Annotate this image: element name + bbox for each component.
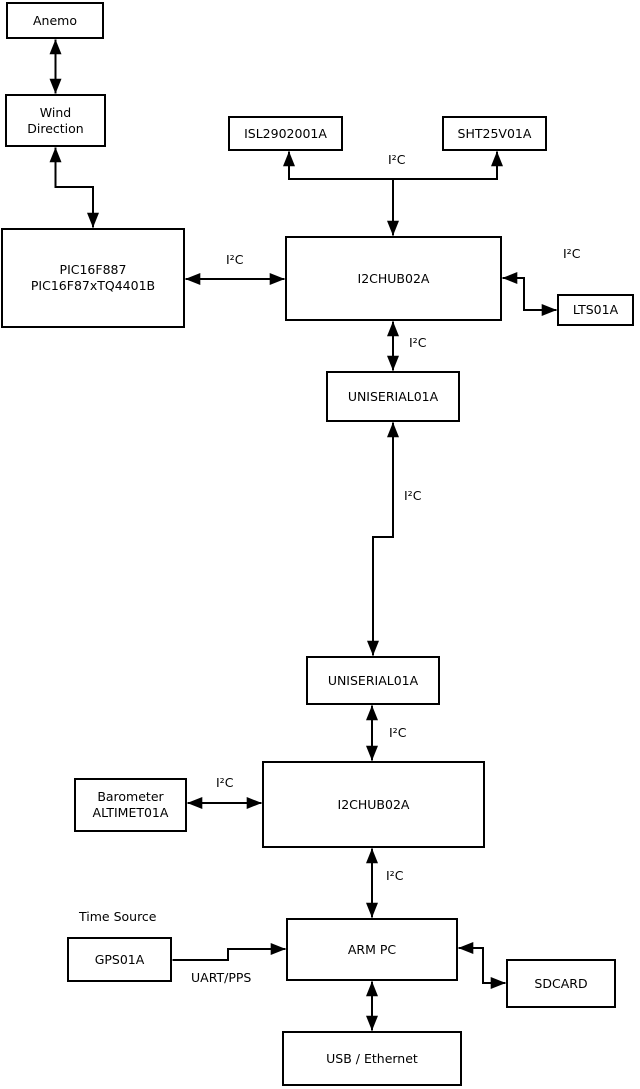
edge-i2chub-top-lts xyxy=(502,272,557,316)
edge-label-i2c-uniserial-link: I²C xyxy=(404,488,422,503)
edge-winddirection-pic xyxy=(49,147,99,228)
edge-label-i2c-hub-uniserial: I²C xyxy=(409,335,427,350)
edge-label-i2c-hub-armpc: I²C xyxy=(386,868,404,883)
node-anemo: Anemo xyxy=(6,2,104,39)
node-sht25v01a: SHT25V01A xyxy=(442,116,547,151)
edge-label-i2c-barometer-hub: I²C xyxy=(216,775,234,790)
node-barometer: Barometer ALTIMET01A xyxy=(74,778,187,832)
annotation-time-source: Time Source xyxy=(79,909,157,924)
edge-label-i2c-hub-lts: I²C xyxy=(563,246,581,261)
edge-armpc-sdcard xyxy=(458,942,506,989)
node-sdcard: SDCARD xyxy=(506,959,616,1008)
node-pic: PIC16F887 PIC16F87xTQ4401B xyxy=(1,228,185,328)
node-usb-ethernet: USB / Ethernet xyxy=(282,1031,462,1086)
node-uniserial-bottom: UNISERIAL01A xyxy=(306,656,440,705)
node-gps01a: GPS01A xyxy=(67,937,172,982)
edge-label-i2c-bus-sensors: I²C xyxy=(388,152,406,167)
node-wind-direction: Wind Direction xyxy=(5,94,106,147)
edge-gps-armpc xyxy=(172,943,286,961)
edge-label-uart-pps: UART/PPS xyxy=(191,970,252,985)
node-lts01a: LTS01A xyxy=(557,294,634,326)
node-isl2902001a: ISL2902001A xyxy=(228,116,343,151)
node-arm-pc: ARM PC xyxy=(286,918,458,981)
edge-label-i2c-uniserial-hub: I²C xyxy=(389,725,407,740)
node-uniserial-top: UNISERIAL01A xyxy=(326,371,460,422)
edge-uniserial-top-uniserial-bottom xyxy=(367,422,399,656)
node-i2chub-bottom: I2CHUB02A xyxy=(262,761,485,848)
node-i2chub-top: I2CHUB02A xyxy=(285,236,502,321)
edge-label-i2c-pic-hub: I²C xyxy=(226,252,244,267)
